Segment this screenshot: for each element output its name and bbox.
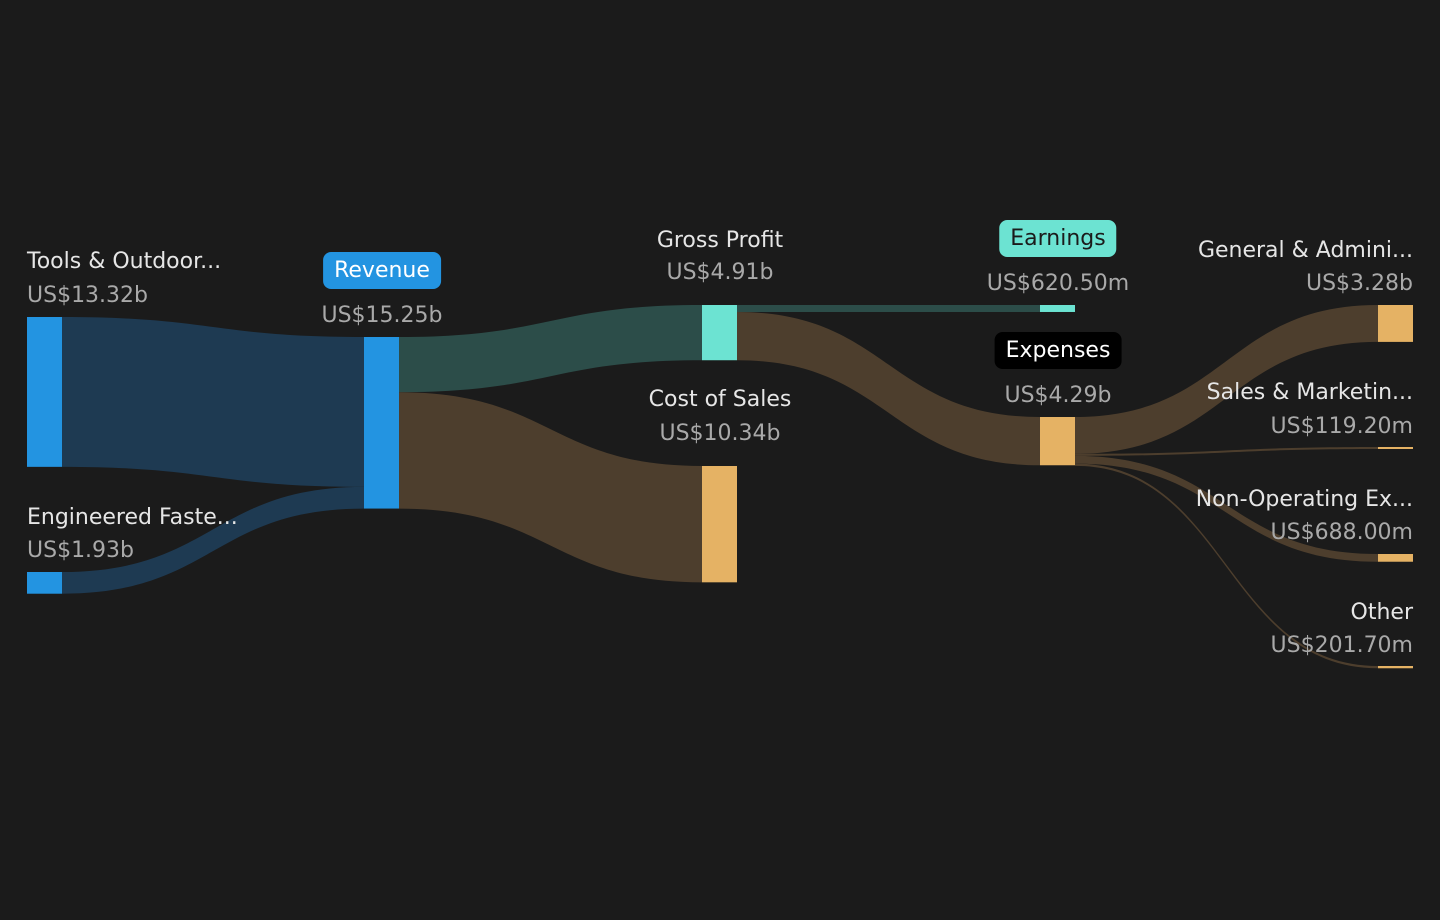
node-value-non-operating: US$688.00m [1270,520,1413,545]
node-value-general-admin: US$3.28b [1305,271,1413,296]
node-revenue [364,337,399,509]
node-label-other: Other [1350,600,1413,625]
node-value-engineered: US$1.93b [27,538,135,563]
link-gross_profit-to-earnings [737,305,1040,312]
node-label-revenue-wrap: Revenue [323,252,441,289]
node-expenses [1040,417,1075,466]
node-value-revenue: US$15.25b [321,303,443,328]
node-value-cost-of-sales: US$10.34b [659,421,781,446]
node-label-revenue: Revenue [323,252,441,289]
node-engineered [27,572,62,594]
node-tools [27,317,62,467]
node-label-expenses: Expenses [994,332,1122,369]
node-label-tools: Tools & Outdoor... [27,249,222,274]
node-cost_of_sales [702,466,737,583]
link-expenses-to-non_operating [1075,455,1378,562]
node-label-general-admin: General & Admini... [1197,238,1413,263]
link-expenses-to-general_admin [1075,305,1378,454]
node-value-sales-marketing: US$119.20m [1270,414,1413,439]
node-value-expenses: US$4.29b [1004,383,1112,408]
node-label-gross-profit: Gross Profit [656,228,784,253]
link-revenue-to-cost_of_sales [399,392,702,583]
node-gross_profit [702,305,737,361]
node-non_operating [1378,554,1413,562]
node-other [1378,666,1413,669]
link-expenses-to-sales_marketing [1075,447,1378,456]
node-label-expenses-wrap: Expenses [994,332,1122,369]
node-label-sales-marketing: Sales & Marketin... [1206,380,1413,405]
link-expenses-to-other [1075,463,1378,669]
sankey-nodes [27,305,1413,669]
node-label-earnings-wrap: Earnings [999,220,1117,257]
sankey-links [62,305,1378,669]
node-sales_marketing [1378,447,1413,449]
node-value-tools: US$13.32b [27,283,149,308]
node-earnings [1040,305,1075,312]
link-revenue-to-gross_profit [399,305,702,393]
node-label-engineered: Engineered Faste... [27,505,238,530]
node-label-cost-of-sales: Cost of Sales [648,387,792,412]
link-gross_profit-to-expenses [737,311,1040,466]
link-tools-to-revenue [62,317,364,487]
node-value-other: US$201.70m [1270,633,1413,658]
node-value-earnings: US$620.50m [986,271,1130,296]
node-value-gross-profit: US$4.91b [666,260,774,285]
node-general_admin [1378,305,1413,342]
node-label-earnings: Earnings [999,220,1117,257]
node-label-non-operating: Non-Operating Ex... [1195,487,1413,512]
link-engineered-to-revenue [62,486,364,594]
